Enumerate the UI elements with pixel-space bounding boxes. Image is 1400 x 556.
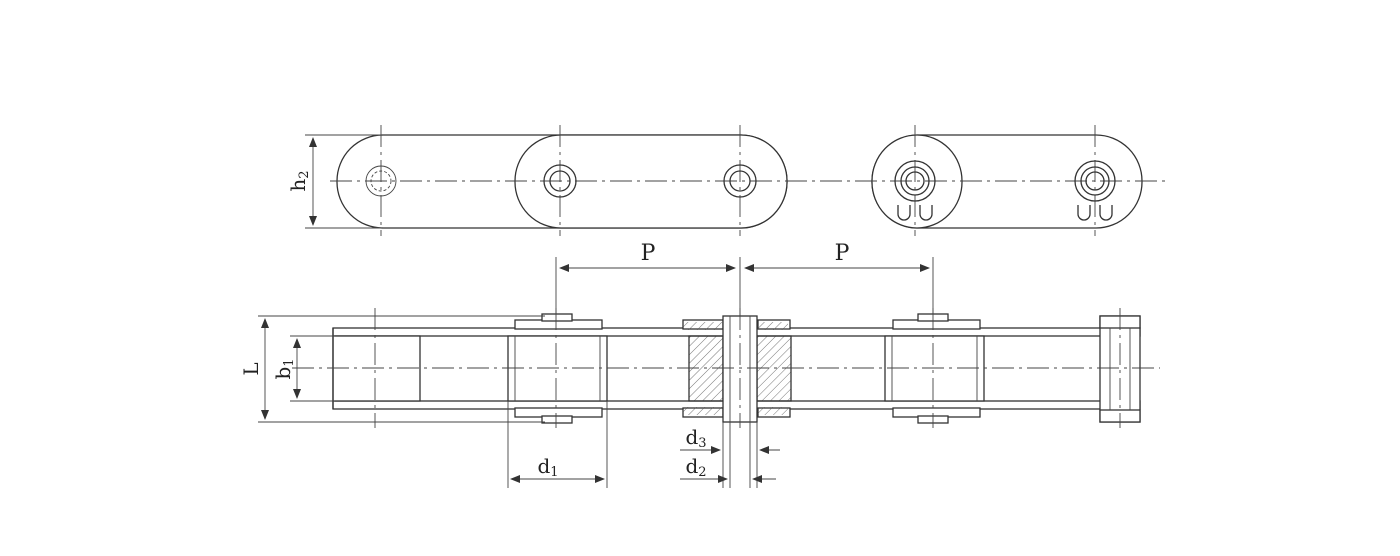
label-L: L xyxy=(239,362,263,375)
roller xyxy=(884,335,985,402)
pin-hole xyxy=(543,164,577,198)
pin-head xyxy=(541,415,573,424)
pin-hole xyxy=(894,160,936,202)
roller xyxy=(507,335,608,402)
label-d1: d1 xyxy=(537,454,558,480)
pitch-dimensions: P P xyxy=(555,241,934,322)
dimension-b1: b1 xyxy=(271,335,335,402)
label-d3: d3 xyxy=(685,425,706,451)
end-link xyxy=(1099,315,1141,423)
label-pitch: P xyxy=(641,241,656,266)
pin-head xyxy=(541,313,573,322)
top-view: h2 xyxy=(286,125,1165,236)
label-h2: h2 xyxy=(286,170,312,191)
cotter-pin xyxy=(1077,205,1113,221)
dimension-d3: d3 xyxy=(680,422,780,488)
dimension-d2: d2 xyxy=(680,422,776,488)
label-pitch: P xyxy=(835,241,850,266)
pin-hole xyxy=(1074,160,1116,202)
dimension-d1: d1 xyxy=(507,401,608,488)
pin-hole xyxy=(365,165,397,197)
pin-section xyxy=(722,315,758,423)
roller xyxy=(332,335,421,402)
pin-hole xyxy=(723,164,757,198)
cotter-pin xyxy=(897,205,933,221)
dimension-h2: h2 xyxy=(286,134,382,229)
dimension-L: L xyxy=(239,315,545,423)
label-d2: d2 xyxy=(685,454,706,480)
inner-link-plate xyxy=(514,134,788,229)
inner-link-plate xyxy=(871,134,963,229)
label-b1: b1 xyxy=(271,358,297,379)
bottom-view: L b1 d1 d3 d2 xyxy=(239,308,1160,488)
